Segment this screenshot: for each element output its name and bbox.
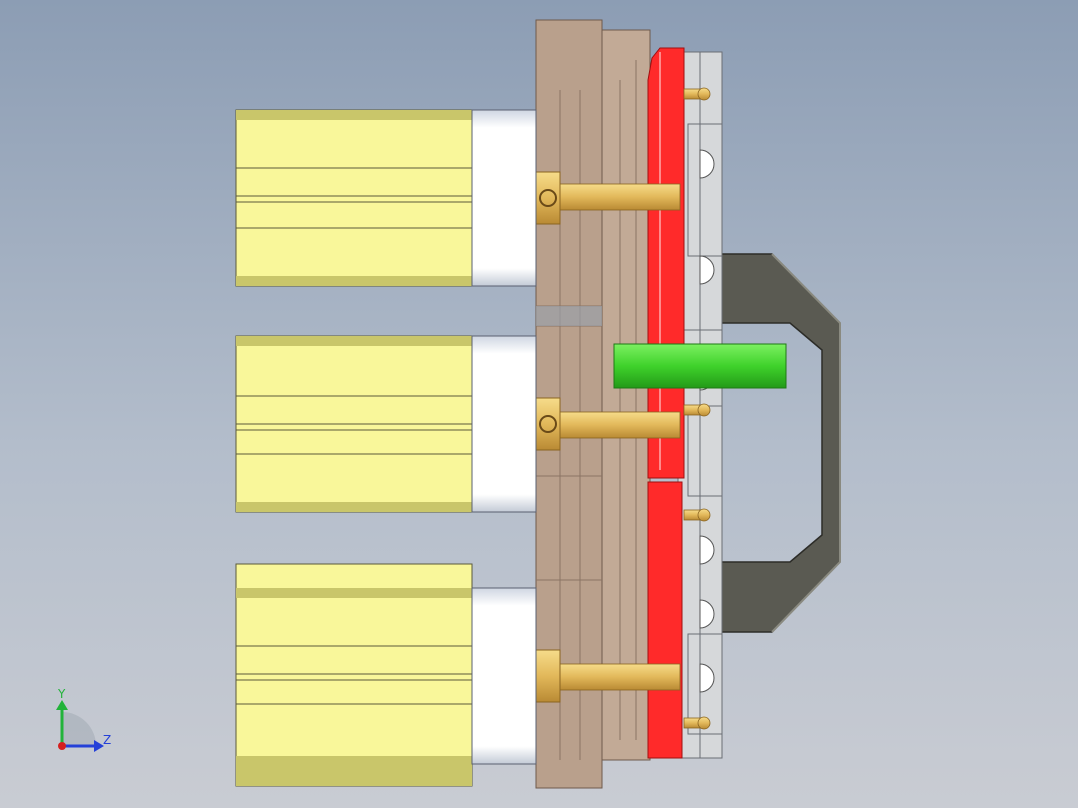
y-axis-arrow bbox=[56, 700, 68, 710]
nut-3[interactable] bbox=[535, 649, 561, 703]
nut-2-hole bbox=[539, 415, 557, 433]
base-plate-secondary[interactable] bbox=[601, 29, 651, 761]
y-axis-label: Y bbox=[57, 687, 66, 701]
nut-1-hole bbox=[539, 189, 557, 207]
z-axis-label: Z bbox=[103, 733, 111, 747]
axis-triad: Y Z bbox=[56, 687, 111, 752]
shaft-1[interactable] bbox=[559, 183, 681, 211]
clamp-pads bbox=[699, 149, 715, 693]
cylinder-3[interactable] bbox=[235, 563, 537, 787]
cylinder-2[interactable] bbox=[235, 335, 537, 513]
shaft-3[interactable] bbox=[559, 663, 681, 691]
green-block[interactable] bbox=[613, 343, 787, 389]
handle-bracket[interactable] bbox=[719, 253, 841, 633]
x-axis-dot bbox=[58, 742, 66, 750]
pins bbox=[683, 87, 711, 730]
red-plate-lower[interactable] bbox=[647, 481, 683, 759]
handle-bracket-edge bbox=[771, 253, 841, 633]
cylinder-1[interactable] bbox=[235, 109, 537, 287]
z-axis-arrow bbox=[94, 740, 104, 752]
triad-quadrant bbox=[62, 712, 96, 746]
shaft-2[interactable] bbox=[559, 411, 681, 439]
